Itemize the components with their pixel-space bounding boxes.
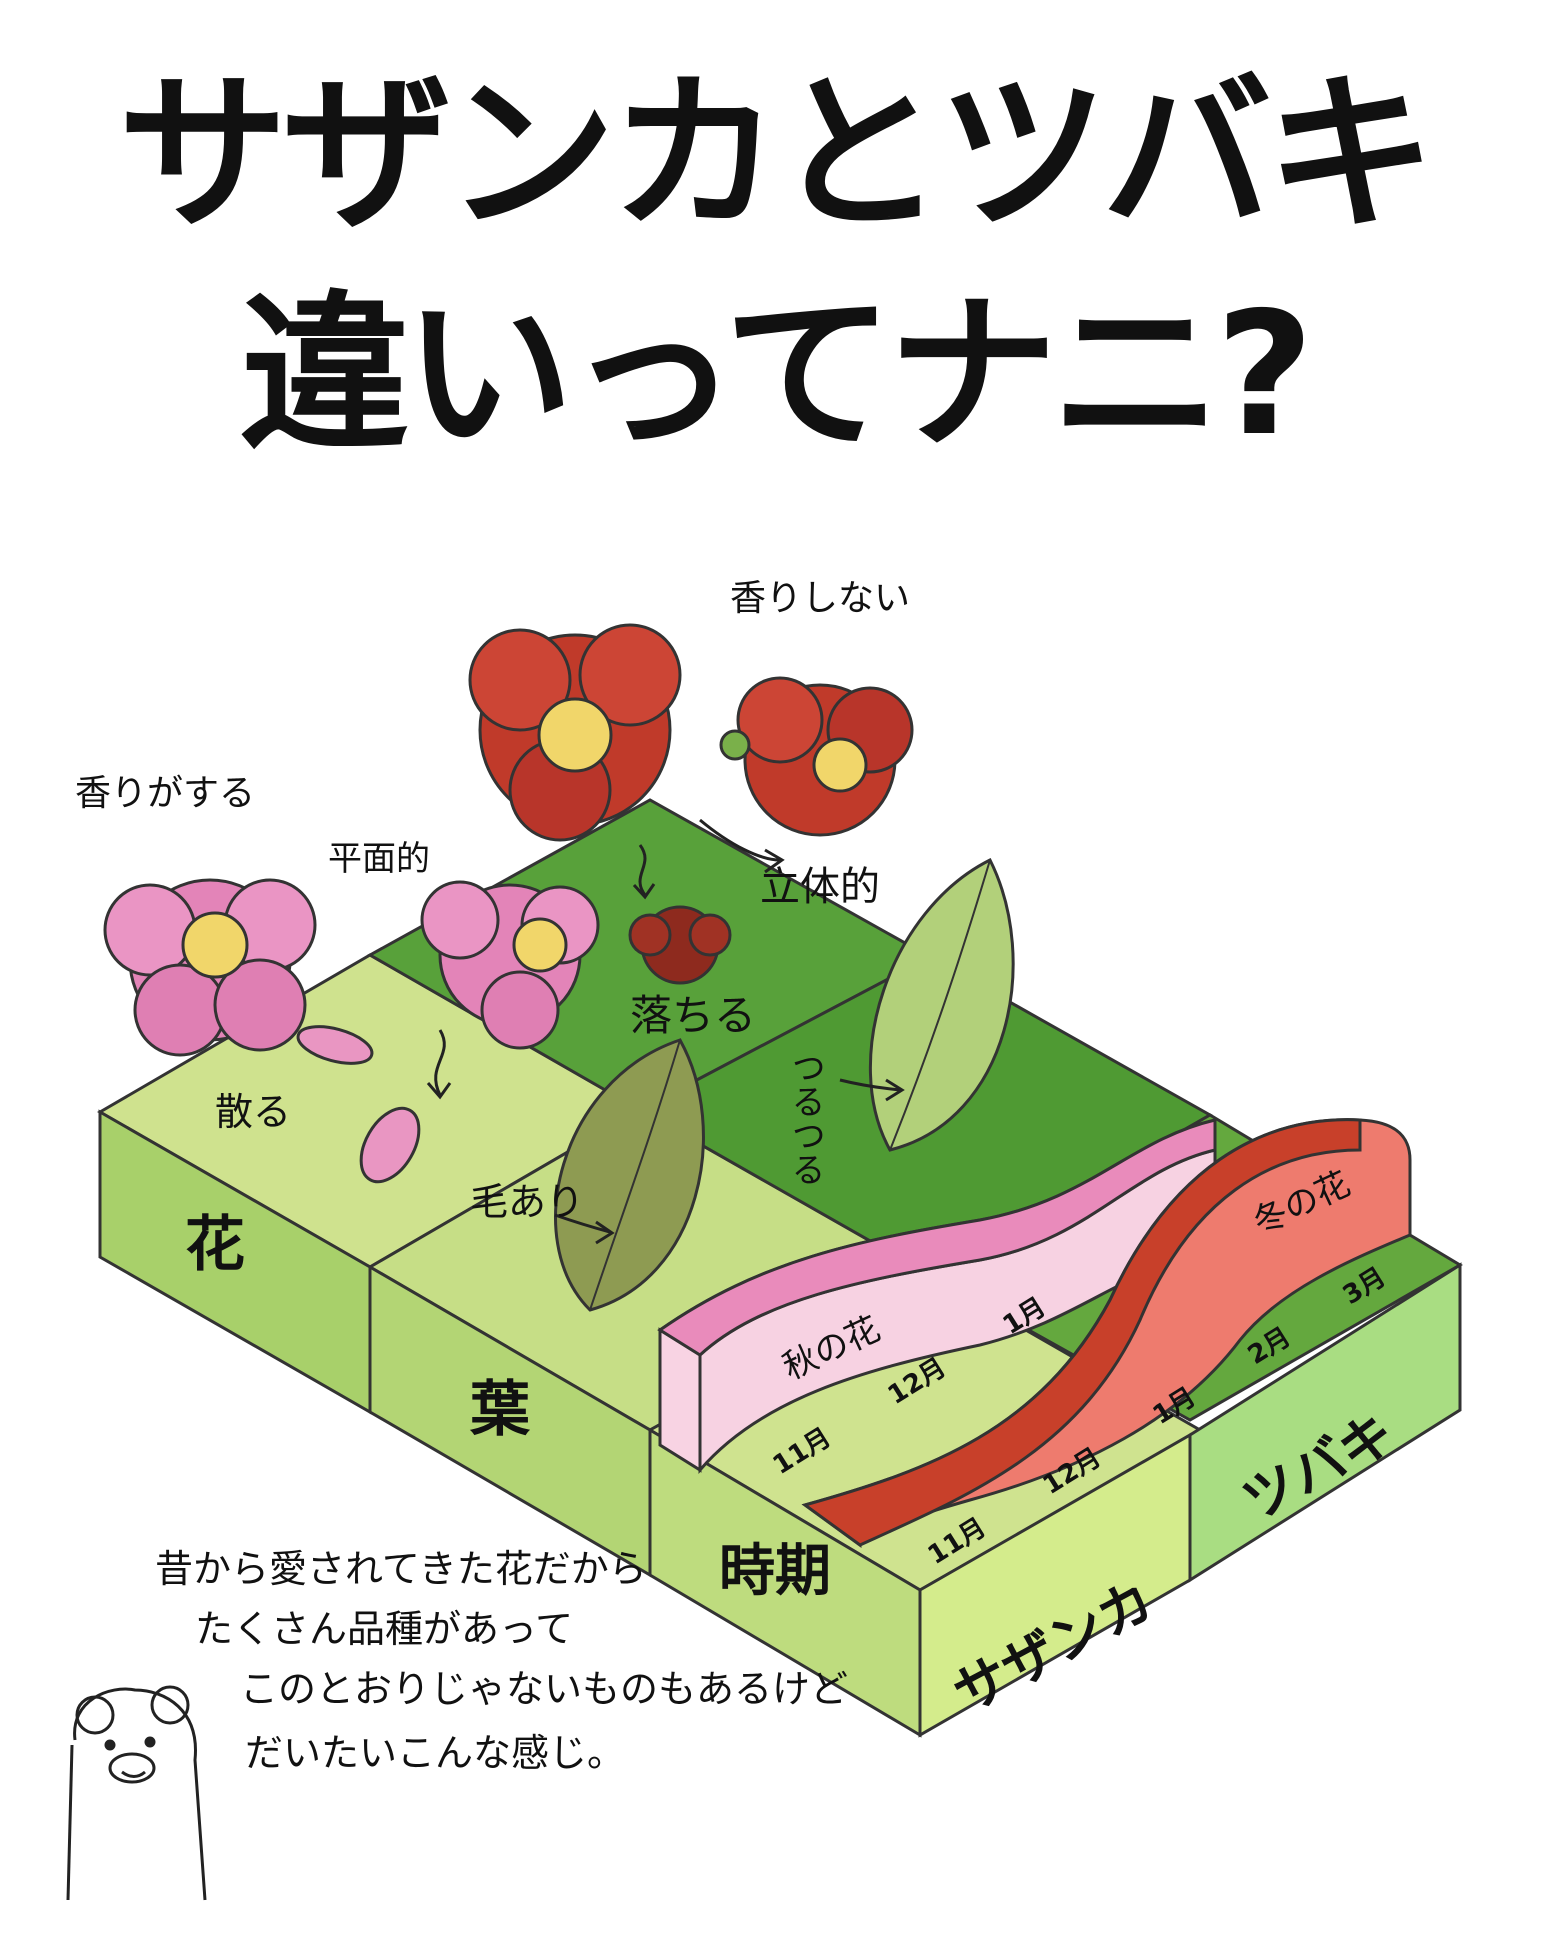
- petal-icon: [296, 1025, 421, 1184]
- sazanka-scent-note: 香りがする: [75, 773, 255, 814]
- footnote-line-4: だいたいこんな感じ。: [245, 1731, 626, 1775]
- title-line-2: 違いってナニ?: [239, 276, 1314, 474]
- tsubaki-band: [801, 1118, 1362, 1547]
- side-tsubaki: [1188, 1262, 1462, 1583]
- arrow-icon: [638, 844, 647, 896]
- tsubaki-leaf-note: つるつる: [785, 1050, 825, 1186]
- row-label-flower: 花: [185, 1210, 245, 1280]
- red-flower-icon: [719, 676, 914, 837]
- sazanka-leaf-note: 毛あり: [470, 1180, 584, 1224]
- red-flower-icon: [628, 905, 732, 985]
- red-flower-icon: [468, 623, 682, 842]
- arrow-icon: [554, 1213, 611, 1234]
- footnote-line-2: たくさん品種があって: [195, 1607, 574, 1651]
- footnote-line-3: このとおりじゃないものもあるけど: [240, 1667, 849, 1711]
- arrow-icon: [699, 818, 781, 862]
- tsubaki-shape-note: 立体的: [760, 864, 880, 910]
- tsubaki-scent-note: 香りしない: [730, 578, 910, 619]
- sazanka-fall-note: 散る: [215, 1090, 291, 1134]
- sazanka-band: [657, 1118, 1217, 1357]
- title-line-1: サザンカとツバキ: [117, 56, 1436, 254]
- bear-icon: [66, 1685, 207, 1901]
- leaf-icon: [868, 857, 1015, 1152]
- pink-flower-icon: [103, 878, 317, 1057]
- footnote-line-1: 昔から愛されてきた花だから: [155, 1547, 647, 1591]
- row-label-period: 時期: [719, 1539, 831, 1604]
- arrow-icon: [839, 1078, 901, 1092]
- pink-flower-icon: [420, 880, 600, 1050]
- arrow-icon: [434, 1029, 446, 1096]
- sazanka-shape-note: 平面的: [328, 839, 430, 879]
- leaf-icon: [554, 1038, 705, 1312]
- arrows: [426, 818, 905, 1245]
- tsubaki-fall-note: 落ちる: [630, 991, 756, 1040]
- row-label-leaf: 葉: [469, 1375, 531, 1445]
